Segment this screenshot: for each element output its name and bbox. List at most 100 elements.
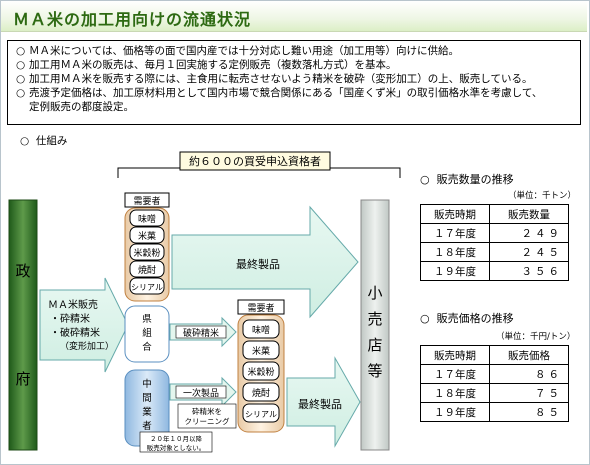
table-row: １７年度 ２４９ [420,223,569,243]
retail-char: 等 [367,362,382,380]
qualified-buyers-label: 約６００の買受申込資格者 [189,154,321,168]
demand-item: 米菓 [252,345,270,357]
clean-note-line: クリーニング [185,416,230,426]
qualified-buyers-bracket: 約６００の買受申込資格者 [117,151,401,178]
sales-qty-title: 販売数量の推移 [436,173,514,186]
demand-item: シリアル [245,410,277,419]
hasai-arrow: 破砕精米 [169,316,237,348]
shikumi-label: 仕組み [35,135,68,147]
hasai-label: 破砕精米 [183,327,219,339]
sales-price-unit: （単位：千円/トン） [496,332,576,342]
sales-qty-table: 販売時期 販売数量 １７年度 ２４９ １８年度 ２４５ １９年度 ３５６ [420,204,569,281]
table-row: １９年度 ８５ [420,402,569,422]
sales-qty-heading: ○ 販売数量の推移 [420,171,514,187]
shikumi-heading: ○ 仕組み [20,133,67,148]
ma-sale-arrow: ＭＡ米販売 ・砕精米 ・破砕精米 （変形加工） [39,277,129,373]
table-row: １８年度 ２４５ [420,242,569,262]
demand-item: シリアル [131,283,163,292]
small-note: ２０年１０月以降 販売対象としない。 [139,431,213,453]
ichiji-arrow: 一次製品 [169,376,237,408]
note-text: 加工用ＭＡ米を販売する際には、主食用に転売させないよう精米を破砕（変形加工）の上… [29,73,533,85]
note-item: ○ＭＡ米については、価格等の面で国内産では十分対応し難い用途（加工用等）向けに供… [16,45,459,58]
table-cell-year: １７年度 [420,364,490,384]
note-item: ○売渡予定価格は、加工原材料用として国内市場で競合関係にある「国産くず米」の取引… [16,87,542,100]
retail-char: 店 [367,336,382,354]
table-row: １８年度 ７５ [420,383,569,403]
table-cell-value: ８６ [489,364,569,384]
ken-kumiai-box: 県 組 合 [124,305,170,363]
sales-price-bullet: ○ [420,312,430,325]
note-text: 売渡予定価格は、加工原材料用として国内市場で競合関係にある「国産くず米」の取引価… [29,87,543,99]
ma-sale-line: （変形加工） [60,340,114,352]
demand-label: 需要者 [133,196,160,207]
demand-cylinder-top: 需要者 味噌 米菓 米穀粉 焼酎 シリアル [124,192,170,302]
note-item: ○加工用ＭＡ米の販売は、毎月１回実施する定例販売（複数落札方式）を基本。 [16,59,397,72]
note-bullet: ○ [16,59,26,71]
table-cell-value: ２４５ [489,242,569,262]
demand-item: 味噌 [252,324,270,336]
sales-price-heading: ○ 販売価格の推移 [420,310,514,326]
ken-kumiai-char: 県 [142,314,152,325]
demand-label: 需要者 [247,303,274,314]
table-cell-year: １７年度 [420,223,490,243]
sales-qty-unit: （単位：千トン） [508,191,577,201]
table-cell-value: ８５ [489,402,569,422]
retail-char: 売 [367,310,382,328]
table-header-row: 販売時期 販売数量 [420,204,569,224]
chukan-char: 者 [142,421,152,432]
retail-char: 小 [367,284,382,302]
table-header: 販売数量 [489,204,569,224]
clean-note-line: 砕精米を [192,406,222,416]
table-cell-year: １８年度 [420,242,490,262]
note-item: ○加工用ＭＡ米を販売する際には、主食用に転売させないよう精米を破砕（変形加工）の… [16,73,532,86]
chukan-char: 中 [142,378,152,390]
chukan-box: 中 間 業 者 [124,369,170,447]
table-header-row: 販売時期 販売価格 [420,345,569,365]
demand-cylinder-bottom: 需要者 味噌 米菓 米穀粉 焼酎 シリアル [237,299,285,433]
table-cell-year: １９年度 [420,402,490,422]
shikumi-bullet: ○ [20,135,30,147]
final-product-arrow-bottom: 最終製品 [286,356,361,448]
clean-note: 砕精米を クリーニング [177,403,237,429]
sales-price-title: 販売価格の推移 [436,312,514,325]
final-product-label: 最終製品 [236,257,280,271]
ma-sale-line: ＭＡ米販売 [48,298,98,311]
page-title: ＭＡ米の加工用向けの流通状況 [13,10,252,29]
ma-sale-line: ・砕精米 [50,312,90,325]
demand-item: 焼酎 [252,387,270,399]
final-product-arrow-top: 最終製品 [171,205,359,319]
demand-item: 米穀粉 [133,247,160,259]
chukan-char: 業 [142,406,152,418]
government-char: 府 [15,370,30,388]
table-header: 販売時期 [420,204,490,224]
table-header: 販売価格 [489,345,569,365]
ma-sale-line: ・破砕精米 [50,326,100,339]
sales-price-table: 販売時期 販売価格 １７年度 ８６ １８年度 ７５ １９年度 ８５ [420,345,569,422]
title-bar: ＭＡ米の加工用向けの流通状況 [1,1,587,32]
table-cell-value: ７５ [489,383,569,403]
table-row: １９年度 ３５６ [420,261,569,281]
demand-item: 米菓 [138,230,156,242]
government-box: 政 府 [8,199,38,451]
demand-item: 米穀粉 [247,366,274,378]
small-note-line: 販売対象としない。 [147,443,206,452]
table-cell-value: ２４９ [489,223,569,243]
notes-box: ○ＭＡ米については、価格等の面で国内産では十分対応し難い用途（加工用等）向けに供… [7,40,581,125]
table-cell-year: １９年度 [420,261,490,281]
table-header: 販売時期 [420,345,490,365]
sales-qty-bullet: ○ [420,173,430,186]
table-cell-value: ３５６ [489,261,569,281]
table-row: １７年度 ８６ [420,364,569,384]
table-cell-year: １８年度 [420,383,490,403]
ken-kumiai-char: 組 [142,327,152,339]
small-note-line: ２０年１０月以降 [150,434,203,443]
ichiji-label: 一次製品 [183,387,219,399]
note-text: 加工用ＭＡ米の販売は、毎月１回実施する定例販売（複数落札方式）を基本。 [29,59,397,71]
note-item: 定例販売の都度設定。 [16,101,134,114]
note-text: 定例販売の都度設定。 [29,101,134,113]
retail-box: 小 売 店 等 [360,199,390,451]
demand-item: 焼酎 [138,264,156,276]
ken-kumiai-char: 合 [142,341,152,353]
chukan-char: 間 [142,393,152,404]
